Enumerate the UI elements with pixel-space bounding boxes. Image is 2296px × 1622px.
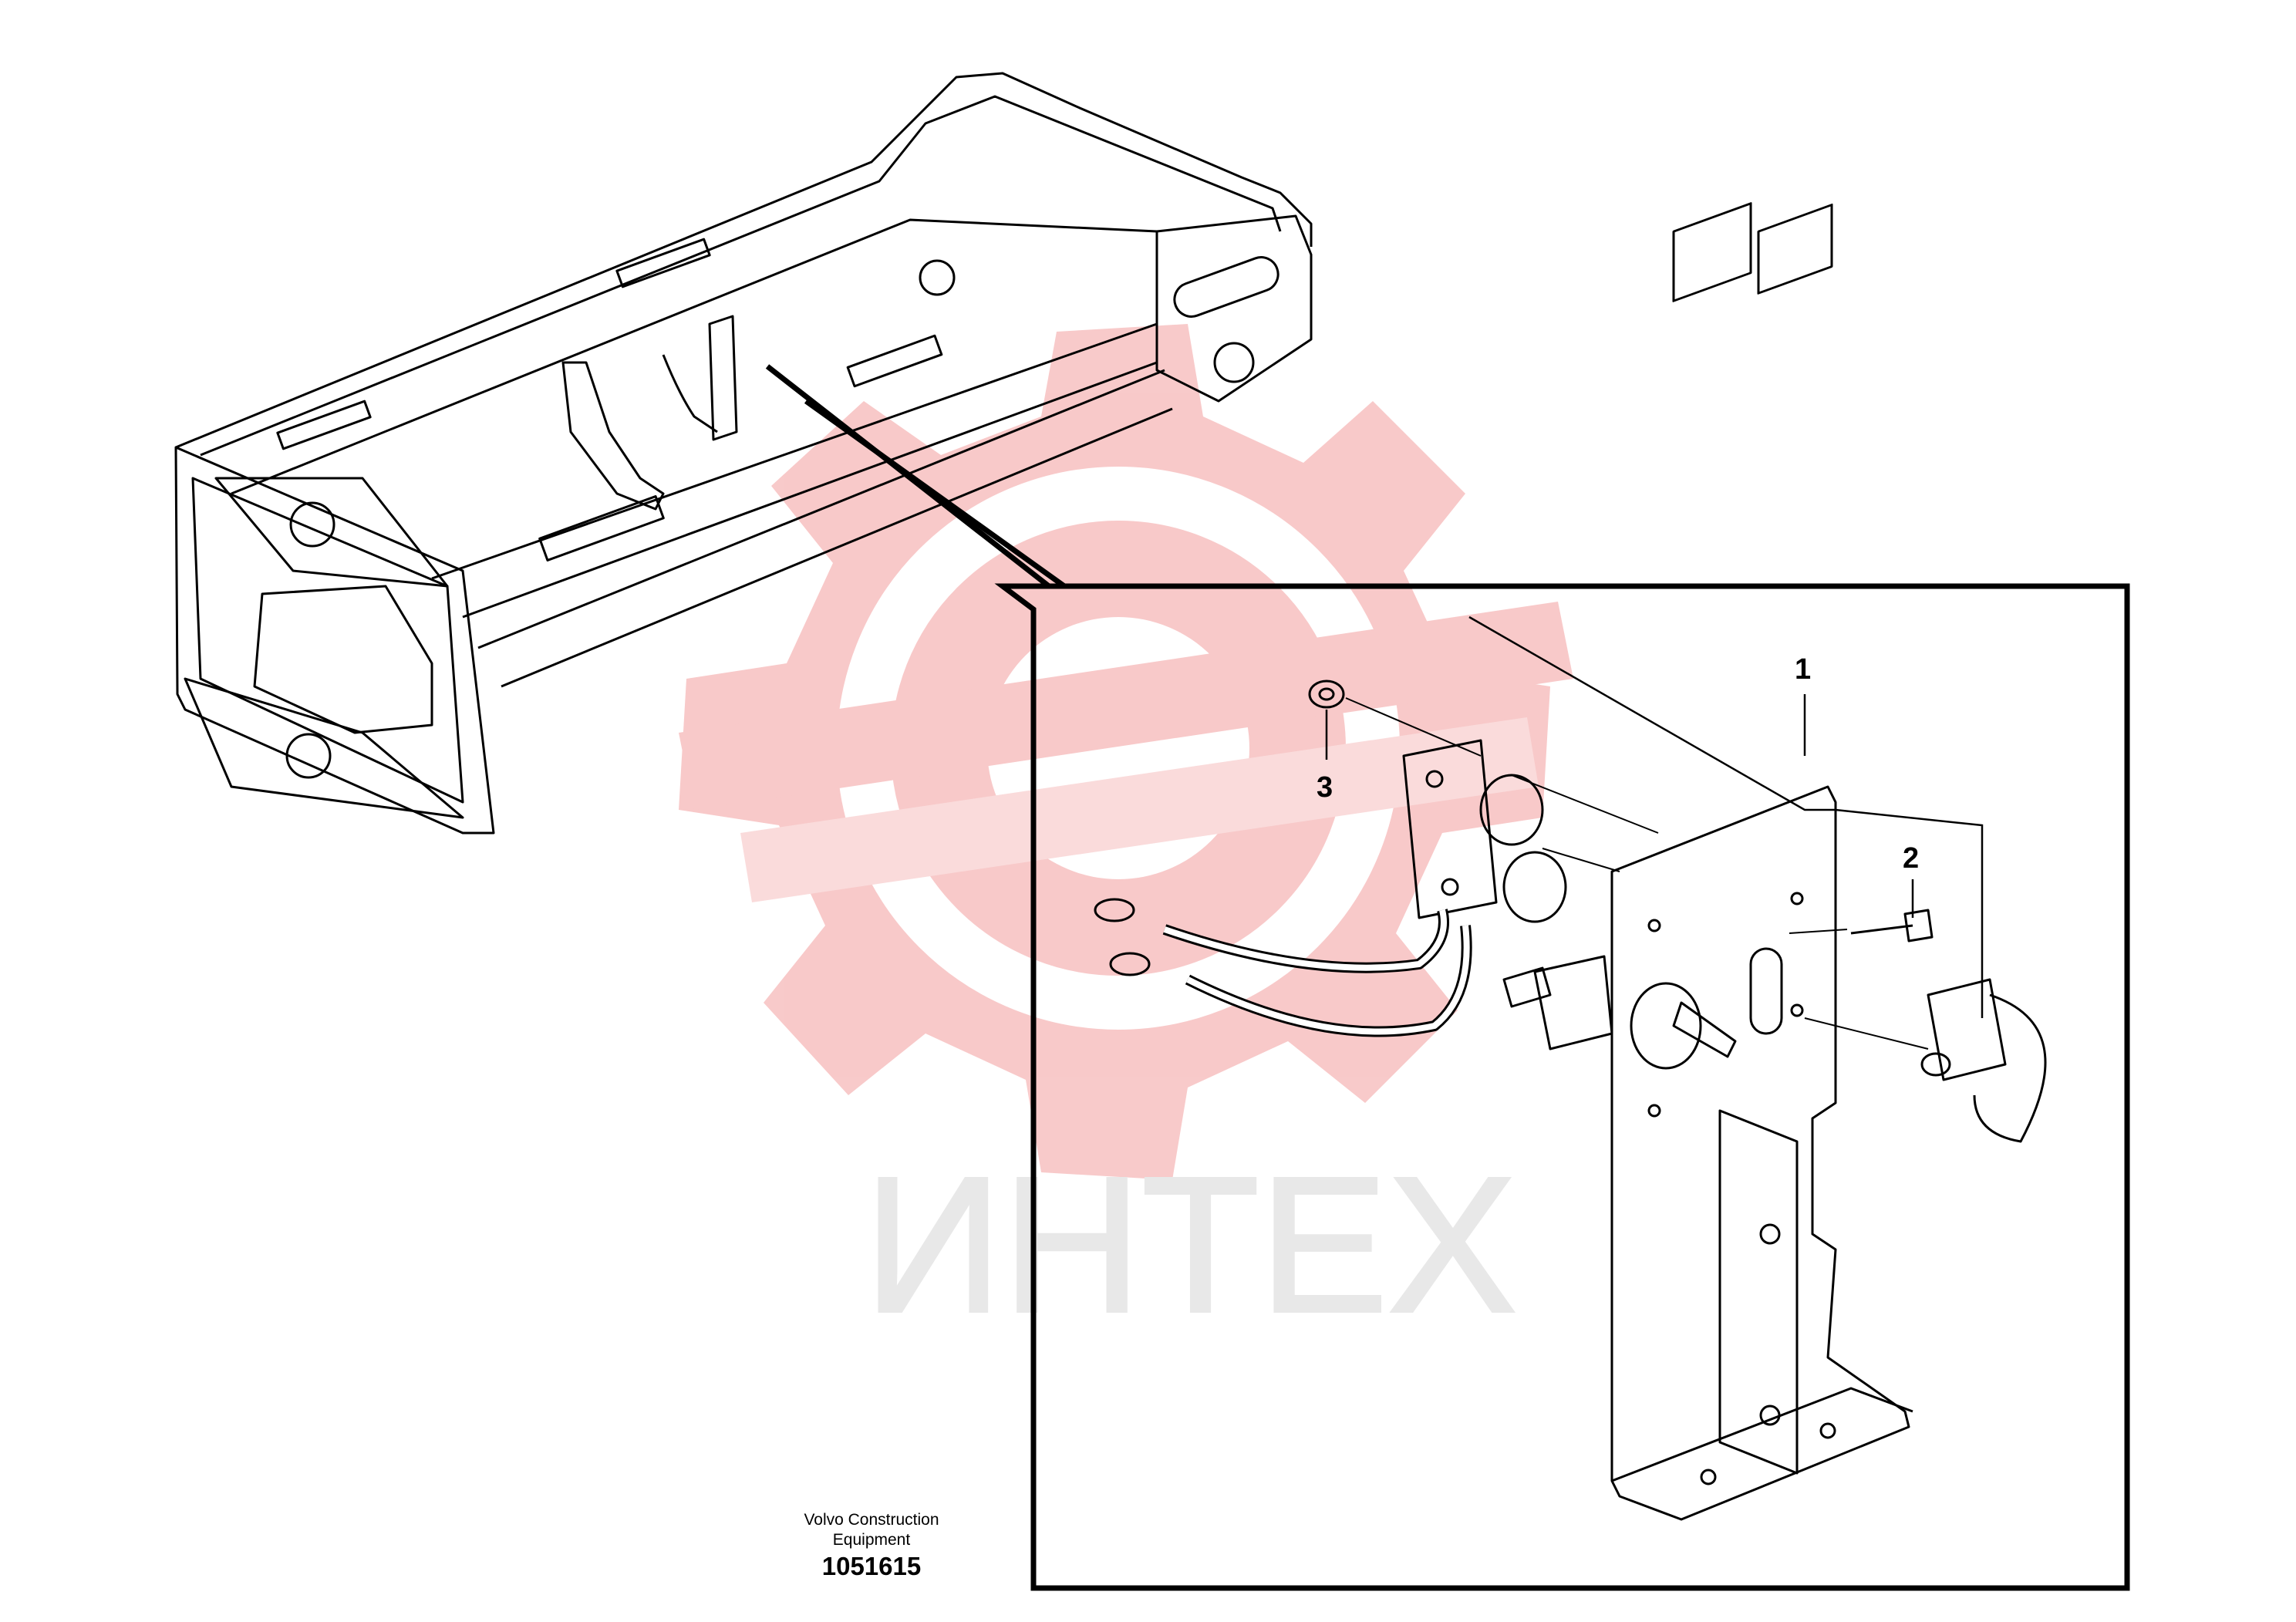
bracket-hole-a [1647, 919, 1661, 932]
bracket-foot-hole-b [1819, 1422, 1836, 1439]
watermark-crosshair-bar-2 [740, 717, 1539, 902]
callout-leaders [1325, 615, 1984, 1018]
manufacturer-caption-line-1: Volvo Construction [804, 1511, 939, 1529]
bracket-foot [1611, 1387, 1913, 1482]
frame-switch-cable [662, 354, 718, 433]
detail-frame [994, 583, 2130, 1591]
frame-top-rail [175, 72, 1313, 449]
bracket-plate-inner-rib [1718, 1109, 1799, 1475]
frame-long-rail-lower [231, 218, 1158, 495]
detail-assembly [1094, 202, 2047, 1521]
frame-mid-bracket [561, 361, 665, 511]
frame-far-hole [1213, 342, 1255, 383]
frame-block-1 [538, 495, 665, 561]
frame-switch-bracket [708, 315, 738, 441]
bracket-label-1 [1672, 202, 1752, 302]
callout-2: 2 [1903, 842, 1919, 875]
screw-shank [1850, 924, 1913, 935]
switch-key [1672, 1001, 1737, 1058]
frame-near-plate-hole-2 [285, 733, 332, 779]
dust-cap-lanyard [1973, 993, 2047, 1143]
bracket-plate [1610, 785, 1910, 1521]
frame-bottom-rail-2 [501, 407, 1173, 688]
bracket-hole-d [1647, 1104, 1661, 1118]
watermark-text: ИНТЕХ [864, 1137, 1516, 1352]
manufacturer-caption-line-2: Equipment [832, 1531, 911, 1549]
document-number: 1051615 [821, 1552, 922, 1580]
frame-near-plate-bottom [184, 677, 464, 819]
cable-upper-inner [1163, 909, 1447, 971]
assembly-guide-lines [1345, 697, 1929, 1050]
bracket-hole-c [1790, 1003, 1804, 1017]
frame-top-rail-inner [200, 95, 1282, 457]
nut-part-3 [1308, 679, 1345, 709]
callout-1: 1 [1795, 653, 1811, 686]
frame-block-2 [846, 334, 943, 388]
bracket-slot [1749, 947, 1783, 1035]
bracket-foot-hole-a [1700, 1469, 1717, 1485]
frame-block-3 [615, 238, 711, 288]
bracket-hole-e [1759, 1223, 1781, 1245]
detail-leader [765, 364, 1067, 588]
screw-head [1903, 909, 1934, 943]
dust-cap-ring [1920, 1052, 1951, 1077]
cable-lower-inner [1186, 925, 1470, 1035]
frame-far-slot [1173, 256, 1279, 318]
frame-mid-hole [919, 259, 956, 296]
dust-cap [1927, 978, 2007, 1081]
bracket-hole-f [1759, 1404, 1781, 1426]
frame-near-cutout [253, 585, 433, 734]
switch-body [1533, 955, 1613, 1050]
chassis-frame [174, 72, 1313, 835]
callout-1-leader [1468, 615, 1984, 1018]
watermark-gear-logo [679, 324, 1573, 1180]
frame-near-end [174, 446, 495, 835]
connector-bolt-hole-2 [1441, 878, 1459, 896]
bracket-hole-b [1790, 892, 1804, 905]
frame-bottom-rail [477, 369, 1165, 649]
frame-inner-rail [431, 322, 1158, 619]
switch-knob-base [1630, 982, 1702, 1070]
frame-far-end [1155, 214, 1313, 403]
connector-socket-bottom [1502, 851, 1567, 923]
bracket-label-2 [1757, 203, 1833, 295]
watermark-crosshair-bar [679, 602, 1573, 810]
nut-part-3-inner [1318, 687, 1335, 701]
frame-near-plate-hole [289, 501, 335, 548]
frame-block-4 [276, 400, 372, 450]
connector-bolt-hole-1 [1425, 770, 1444, 788]
callout-3: 3 [1317, 771, 1333, 804]
frame-near-plate-top [214, 477, 449, 588]
cable-lug-lower [1109, 952, 1151, 976]
cable-lug-upper [1094, 898, 1135, 922]
frame-near-end-inner [191, 477, 464, 804]
switch-terminal [1502, 966, 1552, 1008]
